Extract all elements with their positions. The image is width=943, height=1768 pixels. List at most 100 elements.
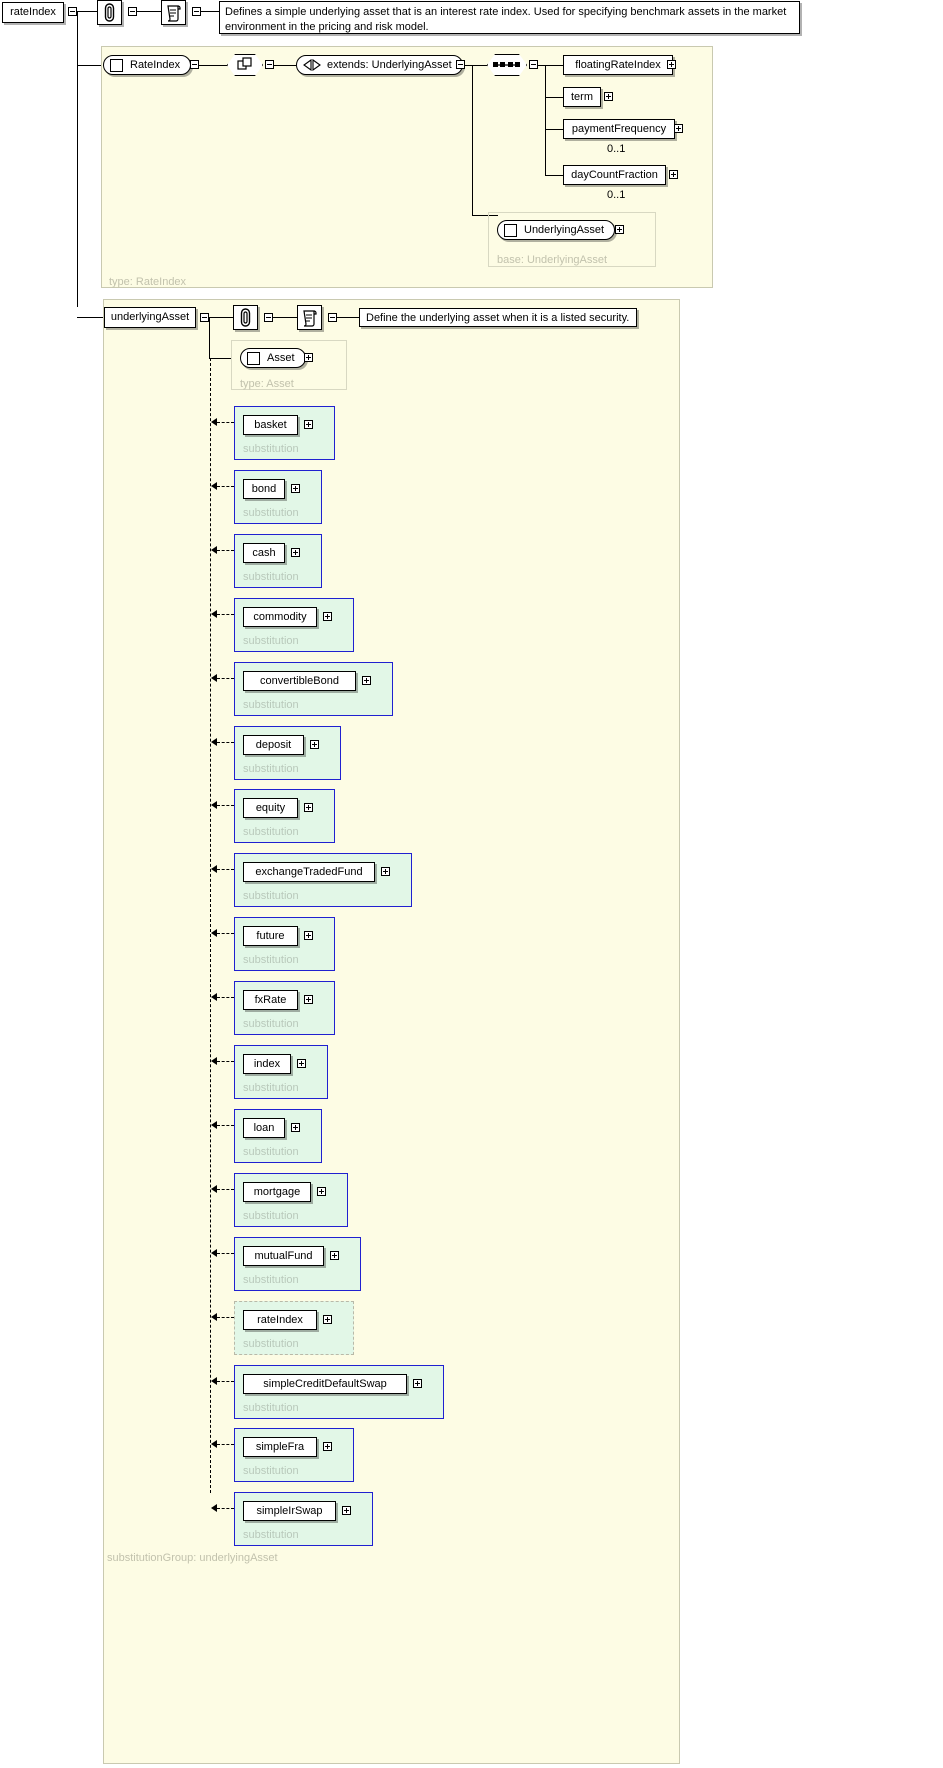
expand-toggle-root[interactable] [68, 7, 77, 16]
substitution-element-loan[interactable]: loan [243, 1118, 285, 1138]
substitution-element-exchangetradedfund[interactable]: exchangeTradedFund [243, 862, 375, 882]
expand-toggle-extension[interactable] [265, 60, 274, 69]
underlyingasset-documentation-text: Define the underlying asset when it is a… [366, 312, 630, 324]
expand-toggle-documentation-ua[interactable] [328, 313, 337, 322]
substitution-connector [217, 1125, 234, 1126]
substitution-arrow-icon [211, 1121, 217, 1129]
substitution-connector [217, 1508, 234, 1509]
substitution-element-label: convertibleBond [260, 674, 339, 687]
expand-toggle-documentation[interactable] [192, 7, 201, 16]
base-capsule-label: UnderlyingAsset [524, 224, 605, 236]
expand-toggle-asset-capsule[interactable] [304, 353, 313, 362]
expand-toggle-deposit[interactable] [310, 740, 319, 749]
substitution-element-deposit[interactable]: deposit [243, 735, 304, 755]
child-element-daycountfraction[interactable]: dayCountFraction [563, 165, 666, 185]
substitution-arrow-icon [211, 1313, 217, 1321]
connector-ext-base-spine [472, 65, 473, 215]
expand-toggle-equity[interactable] [304, 803, 313, 812]
child-element-term[interactable]: term [563, 87, 601, 107]
rateindex-type-capsule[interactable]: RateIndex [103, 55, 192, 75]
substitution-element-rateindex[interactable]: rateIndex [243, 1310, 317, 1330]
substitution-element-equity[interactable]: equity [243, 798, 298, 818]
expand-toggle-rateindex-capsule[interactable] [190, 60, 199, 69]
substitution-connector [217, 1189, 234, 1190]
expand-toggle-index[interactable] [297, 1059, 306, 1068]
underlyingasset-label: underlyingAsset [110, 311, 190, 323]
expand-toggle-simpleirswap[interactable] [342, 1506, 351, 1515]
substitution-element-label: bond [251, 482, 277, 495]
substitution-element-mutualfund[interactable]: mutualFund [243, 1246, 324, 1266]
substitution-connector [217, 1061, 234, 1062]
substitution-element-convertiblebond[interactable]: convertibleBond [243, 671, 356, 691]
expand-toggle-annotation-ua[interactable] [264, 313, 273, 322]
substitution-element-basket[interactable]: basket [243, 415, 298, 435]
root-element-label: rateIndex [10, 6, 56, 18]
substitution-element-cash[interactable]: cash [243, 543, 285, 563]
element-square-icon [504, 223, 517, 237]
substitution-kind-label: substitution [243, 826, 299, 838]
expand-toggle-simplecreditdefaultswap[interactable] [413, 1379, 422, 1388]
substitution-element-fxrate[interactable]: fxRate [243, 990, 298, 1010]
expand-toggle-sequence[interactable] [529, 60, 538, 69]
expand-toggle-rateindex[interactable] [323, 1315, 332, 1324]
expand-toggle-base-capsule[interactable] [615, 225, 624, 234]
expand-toggle-underlyingasset[interactable] [200, 313, 209, 322]
expand-toggle-future[interactable] [304, 931, 313, 940]
extends-underlyingasset-capsule[interactable]: extends: UnderlyingAsset [296, 55, 463, 75]
expand-toggle-loan[interactable] [291, 1123, 300, 1132]
paperclip-icon [104, 3, 115, 22]
expand-toggle-commodity[interactable] [323, 612, 332, 621]
substitution-arrow-icon [211, 1057, 217, 1065]
occurs-daycountfraction: 0..1 [607, 189, 626, 201]
child-label: floatingRateIndex [575, 58, 661, 71]
expand-toggle-annotation[interactable] [128, 7, 137, 16]
substitution-element-label: index [253, 1057, 281, 1070]
child-element-paymentfrequency[interactable]: paymentFrequency [563, 119, 675, 139]
root-element-rateindex[interactable]: rateIndex [2, 2, 64, 23]
substitution-arrow-icon [211, 993, 217, 1001]
expand-toggle-fxrate[interactable] [304, 995, 313, 1004]
substitution-element-simpleirswap[interactable]: simpleIrSwap [243, 1501, 336, 1521]
expand-toggle-mortgage[interactable] [317, 1187, 326, 1196]
asset-type-capsule[interactable]: Asset [240, 348, 306, 368]
scroll-icon [302, 309, 317, 327]
substitution-element-simplecreditdefaultswap[interactable]: simpleCreditDefaultSwap [243, 1374, 407, 1394]
expand-toggle-floatingrateindex[interactable] [667, 60, 676, 69]
substitution-element-simplefra[interactable]: simpleFra [243, 1437, 317, 1457]
element-underlyingasset[interactable]: underlyingAsset [104, 307, 196, 328]
expand-toggle-convertiblebond[interactable] [362, 676, 371, 685]
substitution-connector [217, 742, 234, 743]
expand-toggle-daycountfraction[interactable] [669, 170, 678, 179]
substitution-arrow-icon [211, 674, 217, 682]
underlyingasset-panel [103, 299, 680, 1764]
expand-toggle-exchangetradedfund[interactable] [381, 867, 390, 876]
rateindex-capsule-label: RateIndex [130, 59, 181, 71]
expand-toggle-mutualfund[interactable] [330, 1251, 339, 1260]
substitution-group-spine [210, 358, 211, 1493]
expand-toggle-paymentfrequency[interactable] [674, 124, 683, 133]
substitution-arrow-icon [211, 1249, 217, 1257]
substitution-kind-label: substitution [243, 1338, 299, 1350]
substitution-arrow-icon [211, 610, 217, 618]
expand-toggle-extends[interactable] [456, 60, 465, 69]
expand-toggle-term[interactable] [604, 92, 613, 101]
expand-toggle-simplefra[interactable] [323, 1442, 332, 1451]
base-label: base: UnderlyingAsset [497, 254, 608, 266]
substitution-connector [217, 486, 234, 487]
substitution-element-commodity[interactable]: commodity [243, 607, 317, 627]
expand-toggle-cash[interactable] [291, 548, 300, 557]
child-element-floatingrateindex[interactable]: floatingRateIndex [563, 55, 673, 75]
expand-toggle-basket[interactable] [304, 420, 313, 429]
substitution-arrow-icon [211, 929, 217, 937]
expand-toggle-bond[interactable] [291, 484, 300, 493]
substitution-element-future[interactable]: future [243, 926, 298, 946]
substitution-arrow-icon [211, 1504, 217, 1512]
substitution-element-index[interactable]: index [243, 1054, 291, 1074]
substitution-element-mortgage[interactable]: mortgage [243, 1182, 311, 1202]
underlyingasset-base-capsule[interactable]: UnderlyingAsset [497, 220, 616, 240]
substitution-element-bond[interactable]: bond [243, 479, 285, 499]
